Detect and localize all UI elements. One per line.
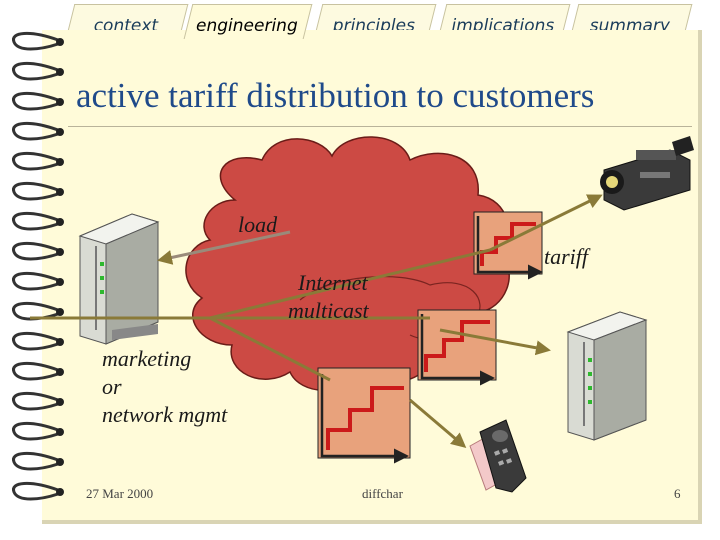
tariff-box-top bbox=[473, 211, 543, 280]
footer-center: diffchar bbox=[362, 486, 403, 501]
binding-hole bbox=[56, 428, 64, 436]
phone-arrow bbox=[409, 398, 467, 448]
binding-hole bbox=[56, 458, 64, 466]
binding-hole bbox=[56, 368, 64, 376]
network-mgmt-label: network mgmt bbox=[102, 402, 228, 427]
spiral-ring bbox=[12, 92, 59, 111]
spiral-ring bbox=[12, 122, 59, 141]
mobile-phone-icon bbox=[469, 419, 527, 493]
spiral-ring bbox=[12, 272, 59, 291]
tariff-box-middle bbox=[417, 309, 497, 386]
server-icon bbox=[78, 213, 160, 345]
camcorder-icon bbox=[600, 136, 694, 211]
load-arrow bbox=[157, 230, 291, 265]
binding-hole bbox=[56, 488, 64, 496]
tariff-line-top bbox=[209, 248, 491, 320]
binding-hole bbox=[56, 188, 64, 196]
spiral-ring bbox=[12, 212, 59, 231]
spiral-ring bbox=[12, 362, 59, 381]
binding-hole bbox=[56, 218, 64, 226]
multicast-label: multicast bbox=[288, 298, 369, 323]
server-icon bbox=[566, 311, 648, 441]
binding-hole bbox=[56, 398, 64, 406]
camcorder-arrow bbox=[489, 194, 603, 252]
spiral-ring bbox=[12, 182, 59, 201]
footer-page-number: 6 bbox=[674, 486, 681, 501]
tab-engineering[interactable]: engineering bbox=[183, 4, 313, 39]
binding-hole bbox=[56, 38, 64, 46]
binding-hole bbox=[56, 68, 64, 76]
binding-hole bbox=[56, 98, 64, 106]
tab-engineering-label: engineering bbox=[196, 16, 298, 36]
binding-hole bbox=[56, 278, 64, 286]
spiral-ring bbox=[12, 152, 59, 171]
slide-title: active tariff distribution to customers bbox=[76, 76, 595, 115]
spiral-ring bbox=[12, 62, 59, 81]
spiral-binding-icon bbox=[12, 32, 64, 501]
spiral-ring bbox=[12, 32, 59, 51]
spiral-ring bbox=[12, 452, 59, 471]
binding-hole bbox=[56, 158, 64, 166]
title-underline bbox=[68, 126, 692, 127]
binding-hole bbox=[56, 128, 64, 136]
spiral-ring bbox=[12, 332, 59, 351]
binding-hole bbox=[56, 338, 64, 346]
footer-date: 27 Mar 2000 bbox=[86, 486, 154, 501]
tariff-box-bottom bbox=[317, 367, 411, 464]
spiral-ring bbox=[12, 392, 59, 411]
tariff-label: tariff bbox=[544, 244, 589, 269]
spiral-ring bbox=[12, 482, 59, 501]
binding-hole bbox=[56, 248, 64, 256]
tariff-line-bottom bbox=[209, 316, 331, 382]
or-label: or bbox=[102, 374, 122, 399]
internet-label: Internet bbox=[298, 270, 368, 295]
spiral-ring bbox=[12, 242, 59, 261]
load-label: load bbox=[238, 212, 278, 237]
server-arrow bbox=[439, 328, 551, 356]
spiral-ring bbox=[12, 422, 59, 441]
marketing-label: marketing bbox=[102, 346, 192, 371]
binding-hole bbox=[56, 308, 64, 316]
